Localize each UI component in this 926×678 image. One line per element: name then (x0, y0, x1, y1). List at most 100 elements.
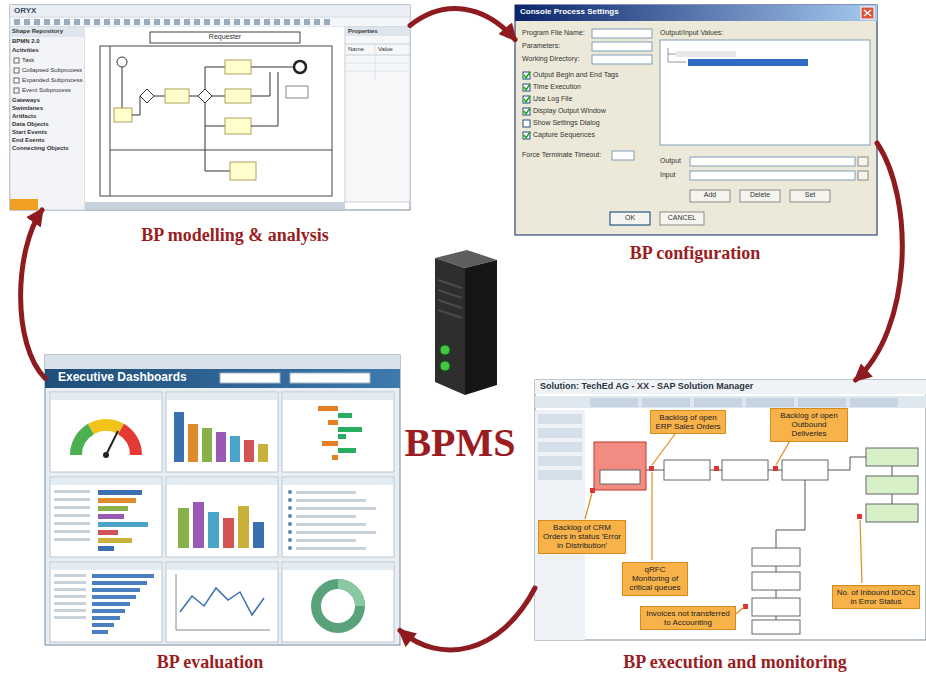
screen-text: Shape Repository (12, 28, 63, 35)
stage-caption: BP execution and monitoring (623, 652, 847, 674)
screen-text: Gateways (12, 97, 40, 104)
chart-bar (223, 518, 234, 548)
chart-bar (328, 420, 338, 425)
chart-axis-text (54, 506, 90, 509)
chart-bar (92, 602, 130, 606)
chart-bar (258, 444, 268, 462)
list-line (296, 499, 366, 502)
callout-text: No. of Inbound IDOCs in Error Status (832, 585, 920, 609)
screen-text: Capture Sequences (533, 131, 595, 139)
toolbar-icon (24, 19, 30, 25)
chart-bar (230, 436, 240, 462)
chart-axis-text (54, 609, 86, 612)
toolbar-icon (214, 19, 220, 25)
button-text: Delete (740, 191, 780, 199)
screen-text: Display Output Window (533, 107, 606, 115)
screen-text: Output/Input Values: (660, 29, 723, 37)
callout-text: Invoices not transferred to Accounting (640, 606, 736, 630)
screen-text: Event Subprocess (22, 87, 71, 94)
screen-text: Start Events (12, 129, 47, 136)
list-bullet (288, 522, 292, 526)
chart-bar (92, 588, 140, 592)
chart-axis-text (54, 588, 86, 591)
toolbar-icon (324, 19, 330, 25)
chart-axis-text (54, 522, 90, 525)
system-name: BPMS (404, 420, 515, 466)
list-bullet (288, 490, 292, 494)
screen-text: Show Settings Dialog (533, 119, 600, 127)
toolbar-icon (284, 19, 290, 25)
evaluation-dashboard (45, 355, 400, 645)
chart-bar (338, 413, 352, 418)
screen-text: End Events (12, 137, 45, 144)
toolbar-icon (104, 19, 110, 25)
toolbar-icon (224, 19, 230, 25)
chart-axis-text (54, 514, 90, 517)
chart-axis-text (54, 595, 86, 598)
chart-bar (98, 530, 118, 535)
toolbar-icon (134, 19, 140, 25)
chart-axis-text (54, 530, 90, 533)
list-line (296, 523, 366, 526)
chart-bar (338, 427, 362, 432)
chart-bar (332, 455, 338, 460)
toolbar-icon (194, 19, 200, 25)
chart-bar (338, 434, 346, 439)
list-bullet (288, 530, 292, 534)
toolbar-icon (314, 19, 320, 25)
callout-text: qRFC Monitoring of critical queues (622, 562, 688, 596)
chart-bar (92, 630, 108, 634)
button-text: Add (690, 191, 730, 199)
stage-panel: BP evaluation (45, 355, 400, 645)
screen-text: Task (22, 57, 34, 64)
button-text: OK (610, 214, 650, 222)
list-bullet (288, 498, 292, 502)
toolbar-icon (234, 19, 240, 25)
cycle-arrow (21, 210, 45, 378)
chart-bar (92, 623, 114, 627)
chart-axis-text (54, 581, 86, 584)
list-line (296, 547, 366, 550)
chart-axis-text (54, 498, 90, 501)
chart-bar (216, 432, 226, 462)
cycle-arrow (856, 143, 903, 380)
toolbar-icon (204, 19, 210, 25)
screen-text: BPMN 2.0 (12, 38, 40, 45)
toolbar-icon (304, 19, 310, 25)
stage-caption: BP modelling & analysis (141, 225, 329, 247)
toolbar-icon (294, 19, 300, 25)
chart-bar (174, 412, 184, 462)
stage-caption: BP configuration (630, 243, 761, 265)
chart-bar (202, 428, 212, 462)
toolbar-icon (74, 19, 80, 25)
toolbar-icon (174, 19, 180, 25)
list-line (296, 531, 376, 534)
toolbar-icon (94, 19, 100, 25)
chart-bar (98, 538, 132, 543)
toolbar-icon (264, 19, 270, 25)
screen-text: Artifacts (12, 113, 36, 120)
window-title: Console Process Settings (520, 7, 619, 16)
list-bullet (288, 546, 292, 550)
list-line (296, 515, 356, 518)
toolbar-icon (124, 19, 130, 25)
list-bullet (288, 514, 292, 518)
list-bullet (288, 538, 292, 542)
chart-bar (338, 448, 356, 453)
toolbar-icon (244, 19, 250, 25)
screen-text: Time Execution (533, 83, 581, 91)
toolbar-icon (14, 19, 20, 25)
chart-bar (98, 506, 128, 511)
chart-bar (92, 616, 120, 620)
chart-bar (178, 508, 189, 548)
toolbar-icon (64, 19, 70, 25)
chart-bar (92, 574, 154, 578)
cycle-arrow (400, 588, 535, 650)
callout-text: Backlog of CRM Orders in status 'Error i… (538, 520, 626, 554)
callout-text: Backlog of open ERP Sales Orders (650, 410, 726, 434)
chart-bar (193, 502, 204, 548)
list-line (296, 491, 356, 494)
button-text: Set (790, 191, 830, 199)
chart-bar (92, 581, 147, 585)
chart-bar (238, 506, 249, 548)
